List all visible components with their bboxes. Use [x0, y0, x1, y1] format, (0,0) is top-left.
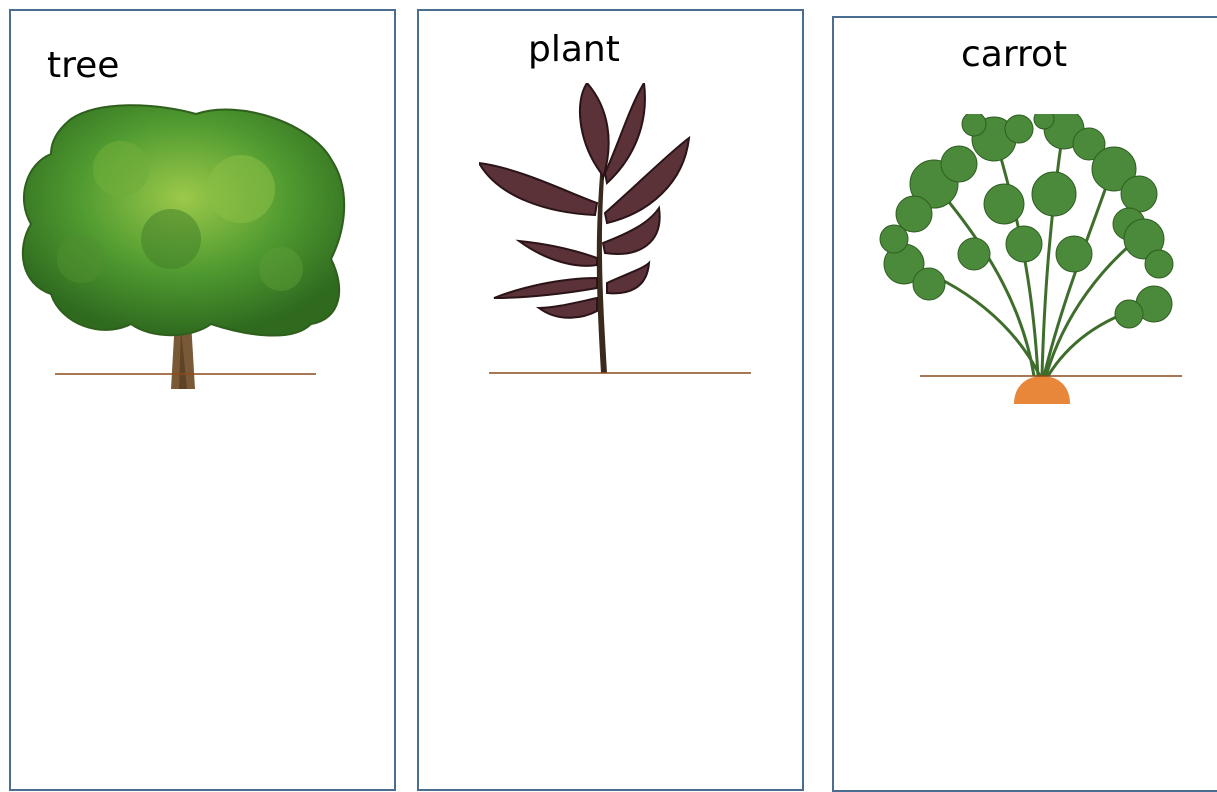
card-label-plant: plant [528, 29, 620, 70]
card-label-tree: tree [47, 45, 119, 86]
card-label-carrot: carrot [961, 34, 1067, 75]
tree-icon [11, 99, 371, 389]
carrot-icon [874, 114, 1194, 404]
carrot-card: carrot [832, 16, 1217, 792]
plant-icon [479, 83, 759, 383]
plant-card: plant [417, 9, 804, 791]
tree-card: tree [9, 9, 396, 791]
